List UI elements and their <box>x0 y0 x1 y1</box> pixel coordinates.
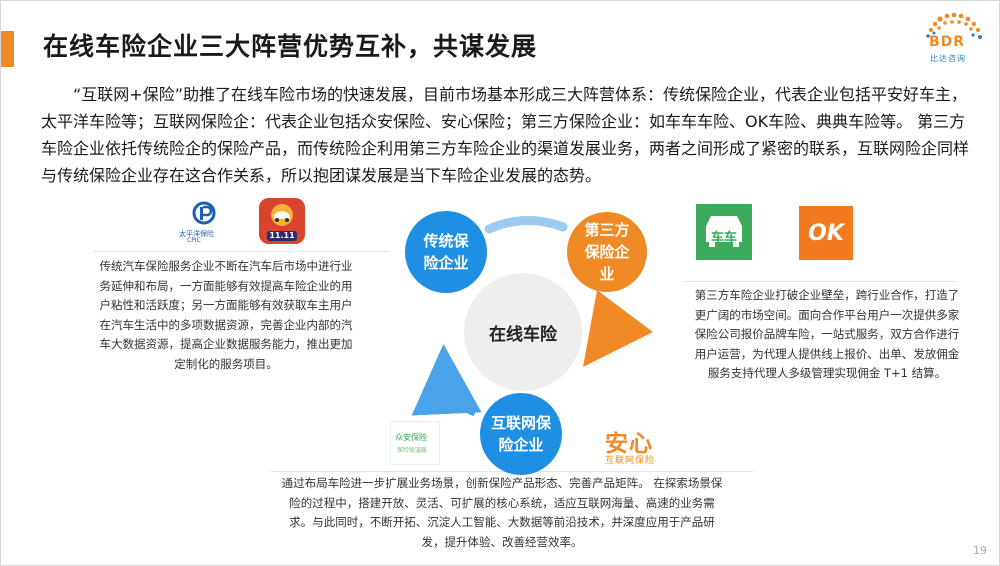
zhongan-slogan: 保险很温暖 <box>397 447 428 454</box>
bdr-logo-icon <box>926 12 982 39</box>
node-third-line1: 第三方 <box>584 221 630 239</box>
title-accent-bar <box>1 31 14 67</box>
car-icon <box>706 216 742 247</box>
node-internet-line2: 险企业 <box>498 436 544 454</box>
divider-right <box>683 281 957 282</box>
pingan-badge: 11.11 <box>269 231 295 240</box>
divider-left <box>93 251 389 252</box>
intro-text: “互联网+保险”助推了在线车险市场的快速发展，目前市场基本形成三大阵营体系：传统… <box>41 85 970 185</box>
arc-top <box>484 215 568 234</box>
cpic-en: CPIC <box>187 237 201 244</box>
zhongan-logo-icon: 众安保险 保险很温暖 <box>390 421 440 465</box>
anxin-main: 安心 <box>605 431 653 457</box>
cpic-logo-icon <box>192 201 216 225</box>
traditional-description: 传统汽车保险服务企业不断在汽车后市场中进行业务延伸和布局，一方面能够有效提高车险… <box>99 259 353 371</box>
zhongan-name: 众安保险 <box>395 433 427 442</box>
node-third-party: 第三方 保险企 业 <box>567 212 647 292</box>
node-internet: 互联网保 险企业 <box>480 393 562 475</box>
node-traditional: 传统保 险企业 <box>405 211 487 293</box>
car-pin-icon <box>259 198 305 244</box>
arc-right <box>583 290 653 368</box>
node-third-line2: 保险企 <box>584 243 630 261</box>
ok-text: OK <box>808 220 844 246</box>
node-third-line3: 业 <box>599 265 615 283</box>
arc-left <box>411 344 482 417</box>
anxin-sub: 互联网保险 <box>605 456 656 466</box>
node-traditional-line2: 险企业 <box>423 254 469 272</box>
cheche-text: 车车 <box>710 231 737 246</box>
logo-text: BDR <box>929 34 966 50</box>
cheche-logo-icon: 车车 <box>696 204 752 260</box>
cpic-name: 太平洋保险 <box>179 230 214 238</box>
center-label: 在线车险 <box>489 324 557 345</box>
third-party-description: 第三方车险企业打破企业壁垒，跨行业合作，打造了更广阔的市场空间。面向合作平台用户… <box>694 288 960 380</box>
page-title: 在线车险企业三大阵营优势互补，共谋发展 <box>43 32 538 61</box>
pingan-app-icon: 11.11 <box>259 198 305 244</box>
ok-logo-icon: OK <box>799 206 853 260</box>
internet-description: 通过布局车险进一步扩展业务场景，创新保险产品形态、完善产品矩阵。 在探索场景保险… <box>281 476 723 549</box>
node-internet-line1: 互联网保 <box>490 414 551 432</box>
node-traditional-line1: 传统保 <box>423 232 469 250</box>
logo-subtitle: 比达咨询 <box>930 54 966 63</box>
center-circle: 在线车险 <box>464 273 582 391</box>
intro-paragraph: “互联网+保险”助推了在线车险市场的快速发展，目前市场基本形成三大阵营体系：传统… <box>41 81 971 189</box>
page-number: 19 <box>973 544 987 557</box>
